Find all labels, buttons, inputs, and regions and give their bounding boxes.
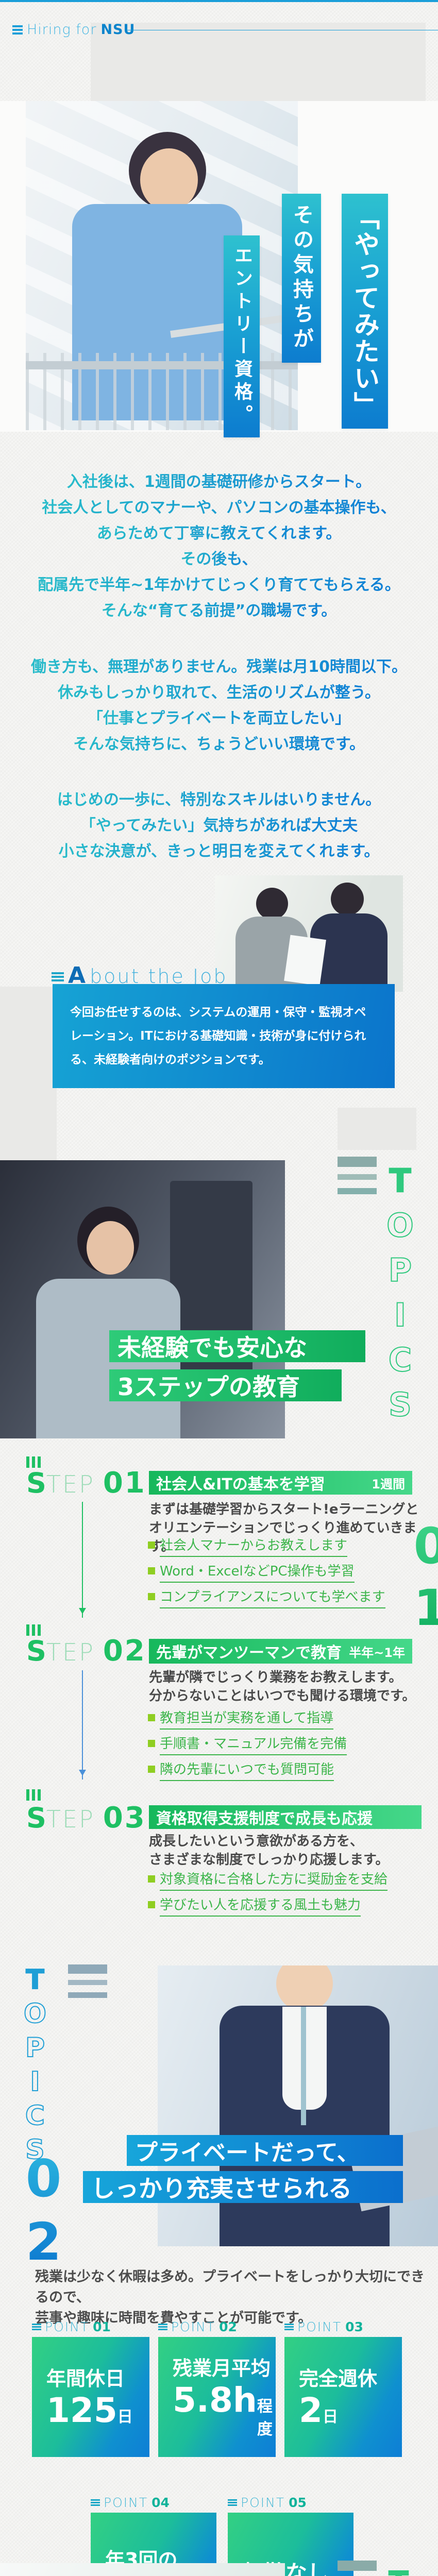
step2-arrow-down-icon — [79, 1670, 86, 1780]
hero-col-feeling: その気持ちが — [282, 194, 321, 363]
topics2-deco-bars — [68, 1964, 107, 1998]
about-left-deco — [0, 987, 57, 1185]
step-bullet: 対象資格に合格した方に奨励金を支給 — [148, 1871, 388, 1891]
bullet-square-icon — [148, 1901, 155, 1908]
step-bullet: 隣の先輩にいつでも質問可能 — [148, 1761, 347, 1781]
about-title-rest: bout the Job — [90, 965, 228, 988]
intro-line: 休みもしっかり取れて、生活のリズムが整う。 — [0, 680, 438, 706]
topics1-vertical-label: TOPICS — [381, 1161, 419, 1431]
intro-line: そんな“育てる前提”の職場です。 — [0, 598, 438, 624]
hero-col-wantto: 「やってみたい」 — [342, 194, 388, 429]
intro-line: あらためて丁寧に教えてくれます。 — [0, 521, 438, 547]
about-title: A bout the Job — [52, 962, 228, 989]
hero-person-face — [140, 148, 198, 211]
topics2-headline-2: しっかり充実させられる — [83, 2171, 403, 2203]
topics3-photo — [0, 2563, 285, 2576]
point-bars-icon — [91, 2498, 100, 2507]
step-bullet: Word・ExcelなどPC操作も学習 — [148, 1563, 385, 1583]
topics2-vertical-label: TOPICS — [19, 1964, 51, 2169]
point-bars-icon — [158, 2323, 167, 2331]
about-photo — [215, 875, 403, 992]
step2-body: 先輩が隣でじっくり業務をお教えします。分からないことはいつでも聞ける環境です。 — [149, 1670, 416, 1704]
step1-duration: 1週間 — [372, 1477, 405, 1492]
step-bullet: 社会人マナーからお教えします — [148, 1537, 385, 1557]
step2-marks-icon — [26, 1624, 41, 1636]
topics1-headline-2: 3ステップの教育 — [109, 1369, 342, 1401]
bullet-square-icon — [148, 1766, 155, 1773]
intro-line: 社会人としてのマナーや、パソコンの基本操作も、 — [0, 495, 438, 521]
step2-bullets: 教育担当が実務を通して指導 手順書・マニュアル完備を完備 隣の先輩にいつでも質問… — [148, 1709, 347, 1787]
step1-marks-icon — [26, 1456, 41, 1468]
step2-duration: 半年~1年 — [349, 1645, 405, 1660]
step1-bullets: 社会人マナーからお教えします Word・ExcelなどPC操作も学習 コンプライ… — [148, 1537, 385, 1614]
hero-col-entry: エントリー資格。 — [224, 235, 260, 437]
topics2-photo — [158, 1965, 438, 2246]
brand-prefix: Hiring for — [27, 22, 97, 38]
topics2-headline-1: プライベートだって、 — [127, 2135, 403, 2166]
bullet-square-icon — [148, 1541, 155, 1549]
step3-banner: 資格取得支援制度で成長も応援 — [149, 1805, 422, 1829]
topics2-lanyard — [301, 2007, 306, 2125]
step2-banner: 先輩がマンツーマンで教育 半年~1年 — [149, 1639, 412, 1664]
intro-line: 小さな決意が、きっと明日を変えてくれます。 — [0, 839, 438, 865]
step3-marks-icon — [26, 1789, 41, 1801]
topics2-body: 残業は少なく休暇は多め。プライベートをしっかり大切にできるので、芸事や趣味に時間… — [35, 2269, 425, 2326]
step-bullet: コンプライアンスについても学べます — [148, 1588, 385, 1608]
step1-arrow-down-icon — [79, 1502, 86, 1618]
bullet-square-icon — [148, 1875, 155, 1883]
bullet-square-icon — [148, 1567, 155, 1574]
intro-line: その後も、 — [0, 547, 438, 572]
topics1-number: 01 — [402, 1517, 438, 1641]
step1-body: まずは基礎学習からスタート!eラーニングとオリエンテーションでじっくり進めていき… — [149, 1502, 419, 1554]
intro-copy: 入社後は、1週間の基礎研修からスタート。 社会人としてのマナーや、パソコンの基本… — [0, 469, 438, 865]
top-accent-bar — [0, 0, 438, 2]
about-copy-box: 今回お任せするのは、システムの運用・保守・監視オペレーション。ITにおける基礎知… — [53, 984, 395, 1088]
menu-bars-icon — [12, 24, 23, 36]
intro-line: はじめの一歩に、特別なスキルはいりません。 — [0, 787, 438, 813]
intro-line: 「やってみたい」気持ちがあれば大丈夫 — [0, 813, 438, 839]
topics2-number: 02 — [13, 2148, 74, 2275]
topics1-monitor — [170, 1181, 252, 1397]
point-bars-icon — [284, 2323, 294, 2331]
topics3-vertical-label: TOPICS — [381, 2565, 416, 2576]
step3-body: 成長したいという意欲がある方を、さまざまな制度でしっかり応援します。 — [149, 1834, 389, 1868]
brand-name: NSU — [100, 22, 136, 38]
intro-line: 入社後は、1週間の基礎研修からスタート。 — [0, 469, 438, 495]
intro-line: 働き方も、無理がありません。残業は月10時間以下。 — [0, 654, 438, 680]
bullet-square-icon — [148, 1714, 155, 1721]
step3-bullets: 対象資格に合格した方に奨励金を支給 学びたい人を応援する風土も魅力 — [148, 1871, 388, 1922]
brand: Hiring for NSU — [12, 22, 135, 38]
topics3-deco-bars — [338, 2561, 377, 2576]
topics1-headline-1: 未経験でも安心な — [109, 1330, 365, 1362]
bullet-square-icon — [148, 1593, 155, 1600]
step-bullet: 手順書・マニュアル完備を完備 — [148, 1735, 347, 1755]
section-bars-icon — [52, 971, 64, 983]
about-corner-deco — [338, 1108, 416, 1150]
topics1-deco-bars — [338, 1157, 377, 1194]
intro-line: 配属先で半年~1年かけてじっくり育ててもらえる。 — [0, 572, 438, 598]
step-bullet: 教育担当が実務を通して指導 — [148, 1709, 347, 1730]
point-bars-icon — [228, 2498, 237, 2507]
intro-line: 「仕事とプライベートを両立したい」 — [0, 706, 438, 732]
step1-banner: 社会人&ITの基本を学習 1週間 — [149, 1471, 412, 1495]
intro-line: そんな気持ちに、ちょうどいい環境です。 — [0, 732, 438, 757]
point-bars-icon — [32, 2323, 41, 2331]
step-bullet: 学びたい人を応援する風土も魅力 — [148, 1896, 388, 1917]
bullet-square-icon — [148, 1740, 155, 1747]
